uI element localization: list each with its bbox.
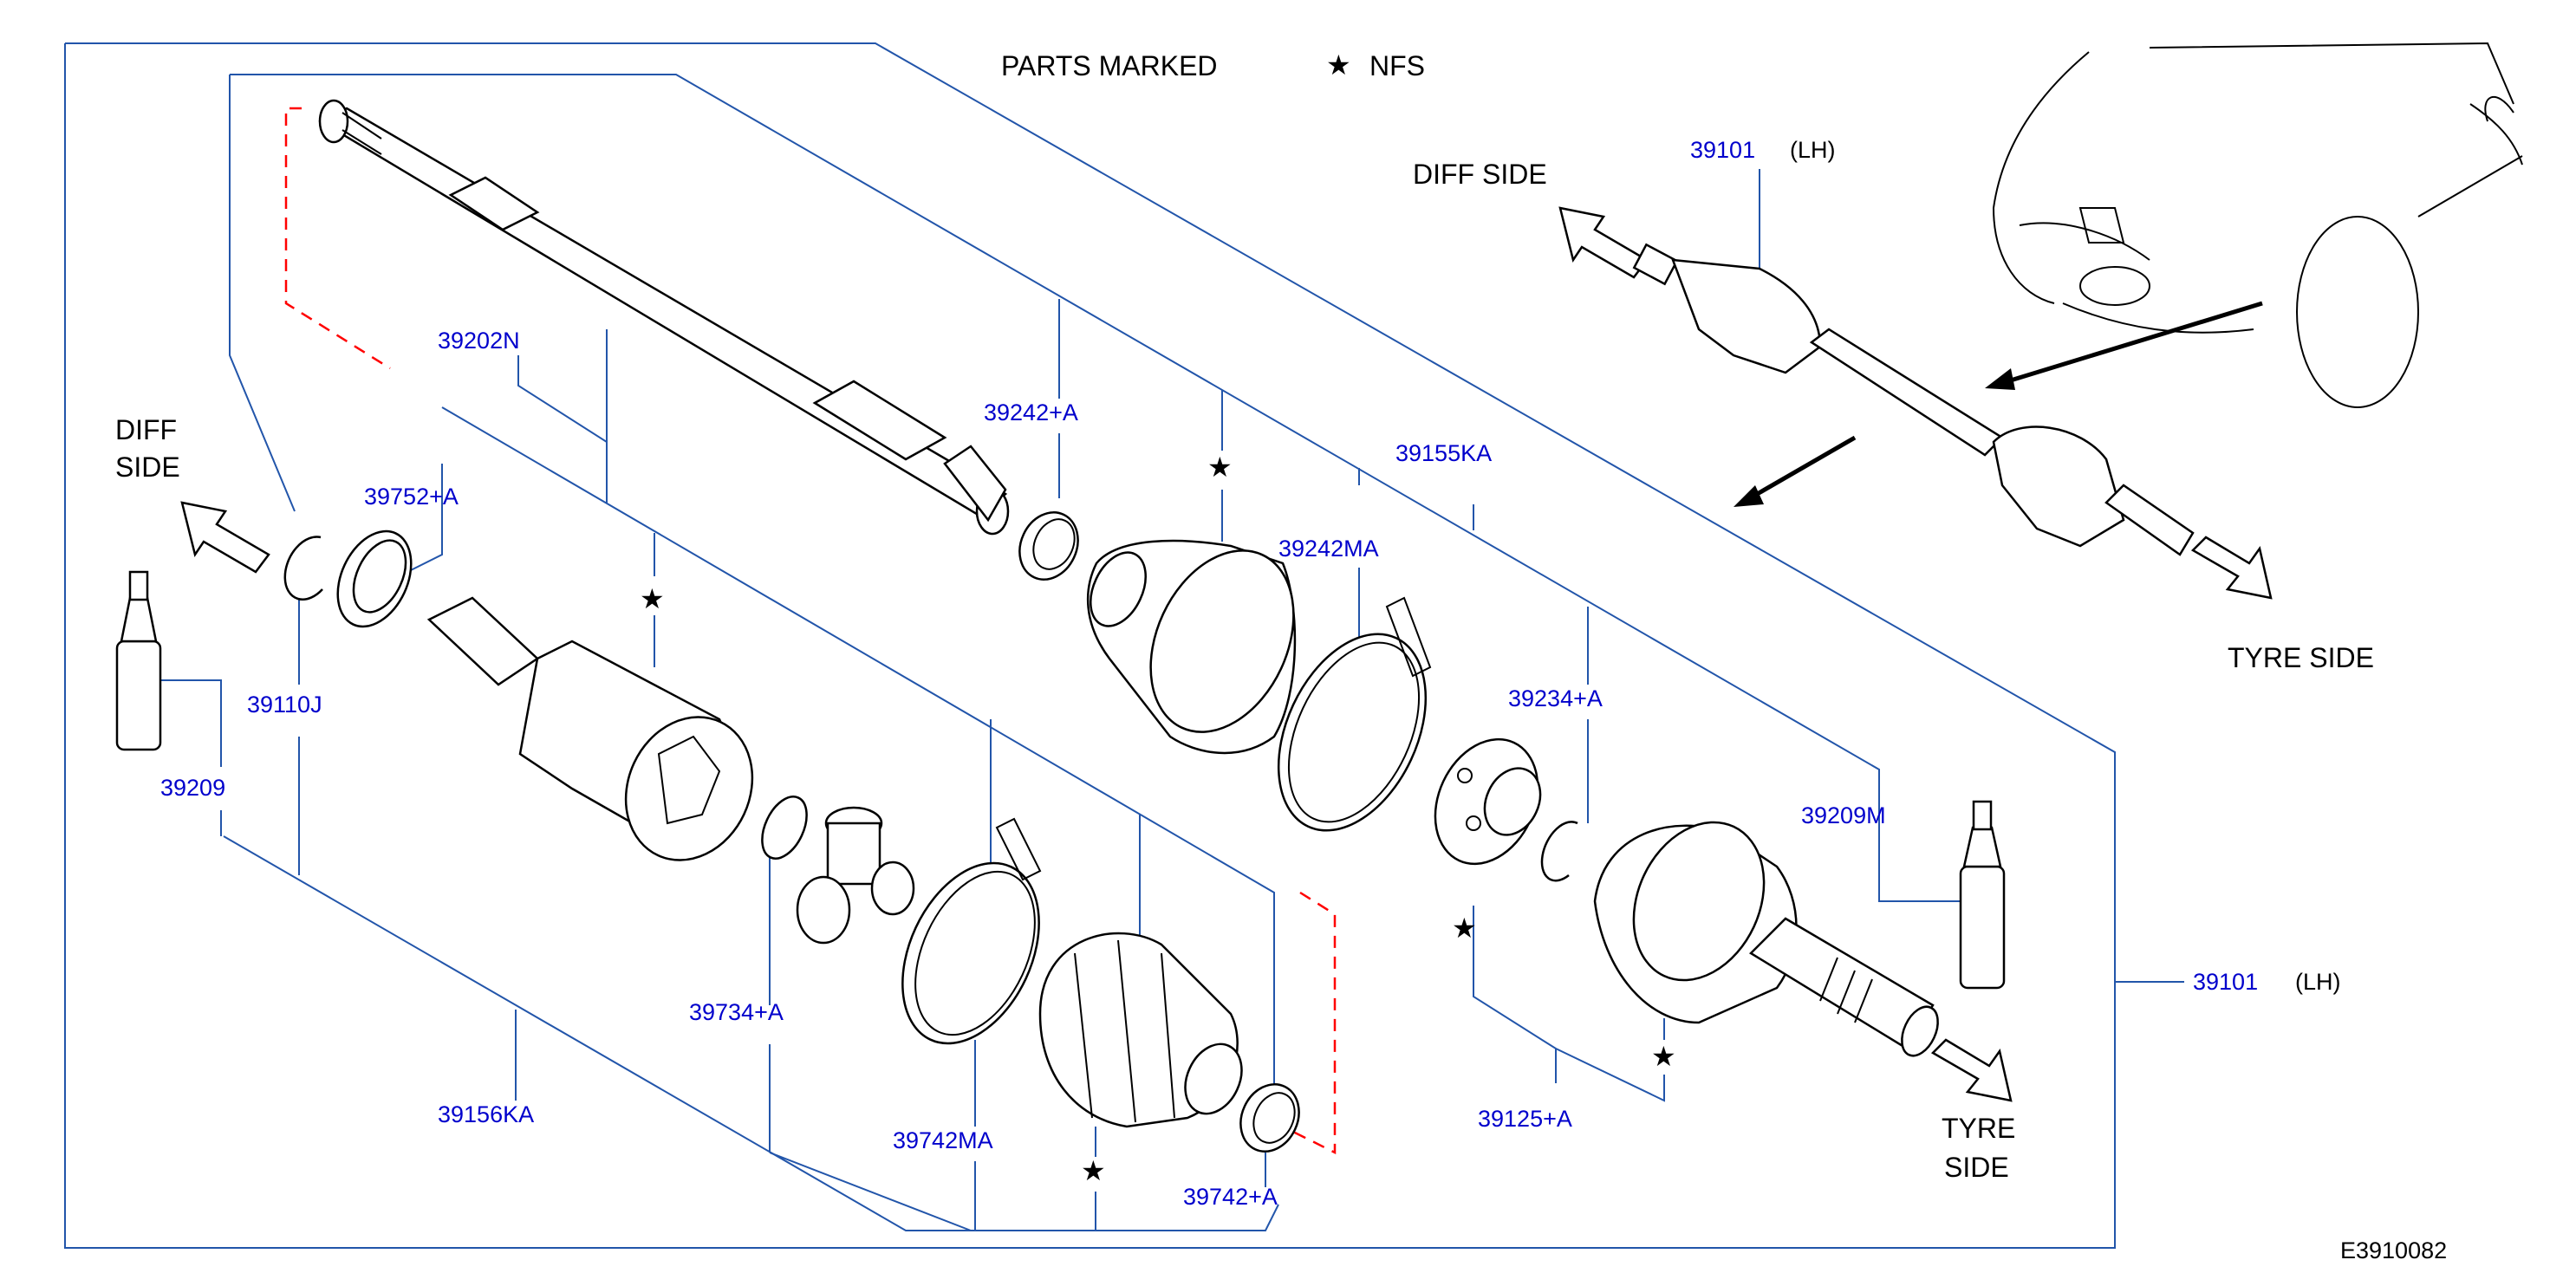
inner-boot — [1038, 932, 1243, 1128]
boot-band-39742MA — [901, 817, 1042, 1045]
ball-cage — [1434, 737, 1542, 866]
nfs-star-inner-joint: ★ — [640, 583, 665, 614]
drive-shaft-39202N — [318, 99, 1010, 536]
snap-ring-39734A — [761, 796, 808, 860]
part-label-39742A: 39742+A — [1183, 1184, 1278, 1210]
nfs-stars: ★ ★ ★ ★ ★ — [640, 451, 1676, 1186]
nfs-star-outer-joint: ★ — [1651, 1041, 1676, 1072]
part-label-39101-right-side: (LH) — [2295, 969, 2341, 995]
inner-joint-housing — [426, 596, 754, 861]
part-label-39209: 39209 — [160, 775, 225, 801]
part-label-39202N: 39202N — [438, 328, 520, 354]
part-label-39110J: 39110J — [247, 692, 322, 718]
tyre-side-arrow-bottom — [1930, 1038, 2013, 1102]
part-label-39234A: 39234+A — [1508, 685, 1603, 711]
grease-tube-39209 — [115, 570, 162, 751]
tyre-side-label-right: TYRE SIDE — [2228, 642, 2374, 673]
tyre-side-label-bottom-1: TYRE — [1942, 1113, 2015, 1144]
part-label-39125A: 39125+A — [1478, 1106, 1572, 1132]
part-label-39742MA: 39742MA — [893, 1127, 993, 1153]
band-39742A — [1239, 1083, 1300, 1153]
circlip-39234A — [1540, 821, 1578, 882]
part-label-39101-top: 39101 — [1690, 137, 1755, 163]
header-note: PARTS MARKED ★ NFS — [1001, 49, 1425, 81]
parts-marked-text: PARTS MARKED — [1001, 50, 1218, 81]
band-39242A — [1018, 511, 1079, 581]
tyre-side-label-bottom-2: SIDE — [1944, 1152, 2009, 1183]
part-label-39242MA: 39242MA — [1278, 536, 1379, 562]
assembly-frame — [64, 42, 2184, 1249]
tripod-joint — [796, 806, 915, 945]
part-number-labels: 39101 (LH) 39202N 39752+A 39242+A 39155K… — [160, 137, 2341, 1210]
grease-tube-39209M — [1959, 800, 2006, 990]
nfs-star-cage: ★ — [1452, 913, 1477, 944]
direction-labels: DIFF SIDE TYRE SIDE DIFF SIDE TYRE SIDE — [115, 159, 2374, 1183]
outer-boot — [1086, 539, 1297, 755]
part-label-39242A: 39242+A — [984, 399, 1078, 425]
part-label-39156KA: 39156KA — [438, 1101, 534, 1127]
diff-side-arrow-left — [180, 501, 270, 574]
diagram-code: E3910082 — [2340, 1237, 2447, 1263]
part-label-39209M: 39209M — [1801, 802, 1886, 828]
diff-side-label-left-2: SIDE — [115, 451, 180, 483]
diff-side-label-left-1: DIFF — [115, 414, 177, 445]
boot-band-39242MA — [1277, 596, 1432, 832]
circlip-39110J — [283, 536, 323, 601]
nfs-star-upper-boot: ★ — [1207, 451, 1233, 483]
leader-lines — [158, 169, 1961, 1231]
shaft-overview — [1632, 243, 2195, 556]
part-label-39155KA: 39155KA — [1395, 440, 1492, 466]
part-label-39101-right: 39101 — [2193, 969, 2258, 995]
tyre-side-arrow-right — [2190, 536, 2273, 600]
part-label-39752A: 39752+A — [364, 484, 459, 510]
nfs-star-inner-boot: ★ — [1081, 1155, 1106, 1186]
outer-cv-joint — [1593, 821, 1939, 1057]
cut-marks — [284, 107, 1337, 1155]
direction-arrows — [180, 206, 2273, 1102]
nfs-text: NFS — [1369, 50, 1425, 81]
seal-39752A — [336, 529, 413, 628]
nfs-star-symbol: ★ — [1326, 49, 1351, 81]
part-label-39101-top-side: (LH) — [1790, 137, 1836, 163]
part-label-39734A: 39734+A — [689, 999, 784, 1025]
car-silhouette — [1992, 42, 2523, 408]
diff-side-label-top: DIFF SIDE — [1413, 159, 1547, 190]
